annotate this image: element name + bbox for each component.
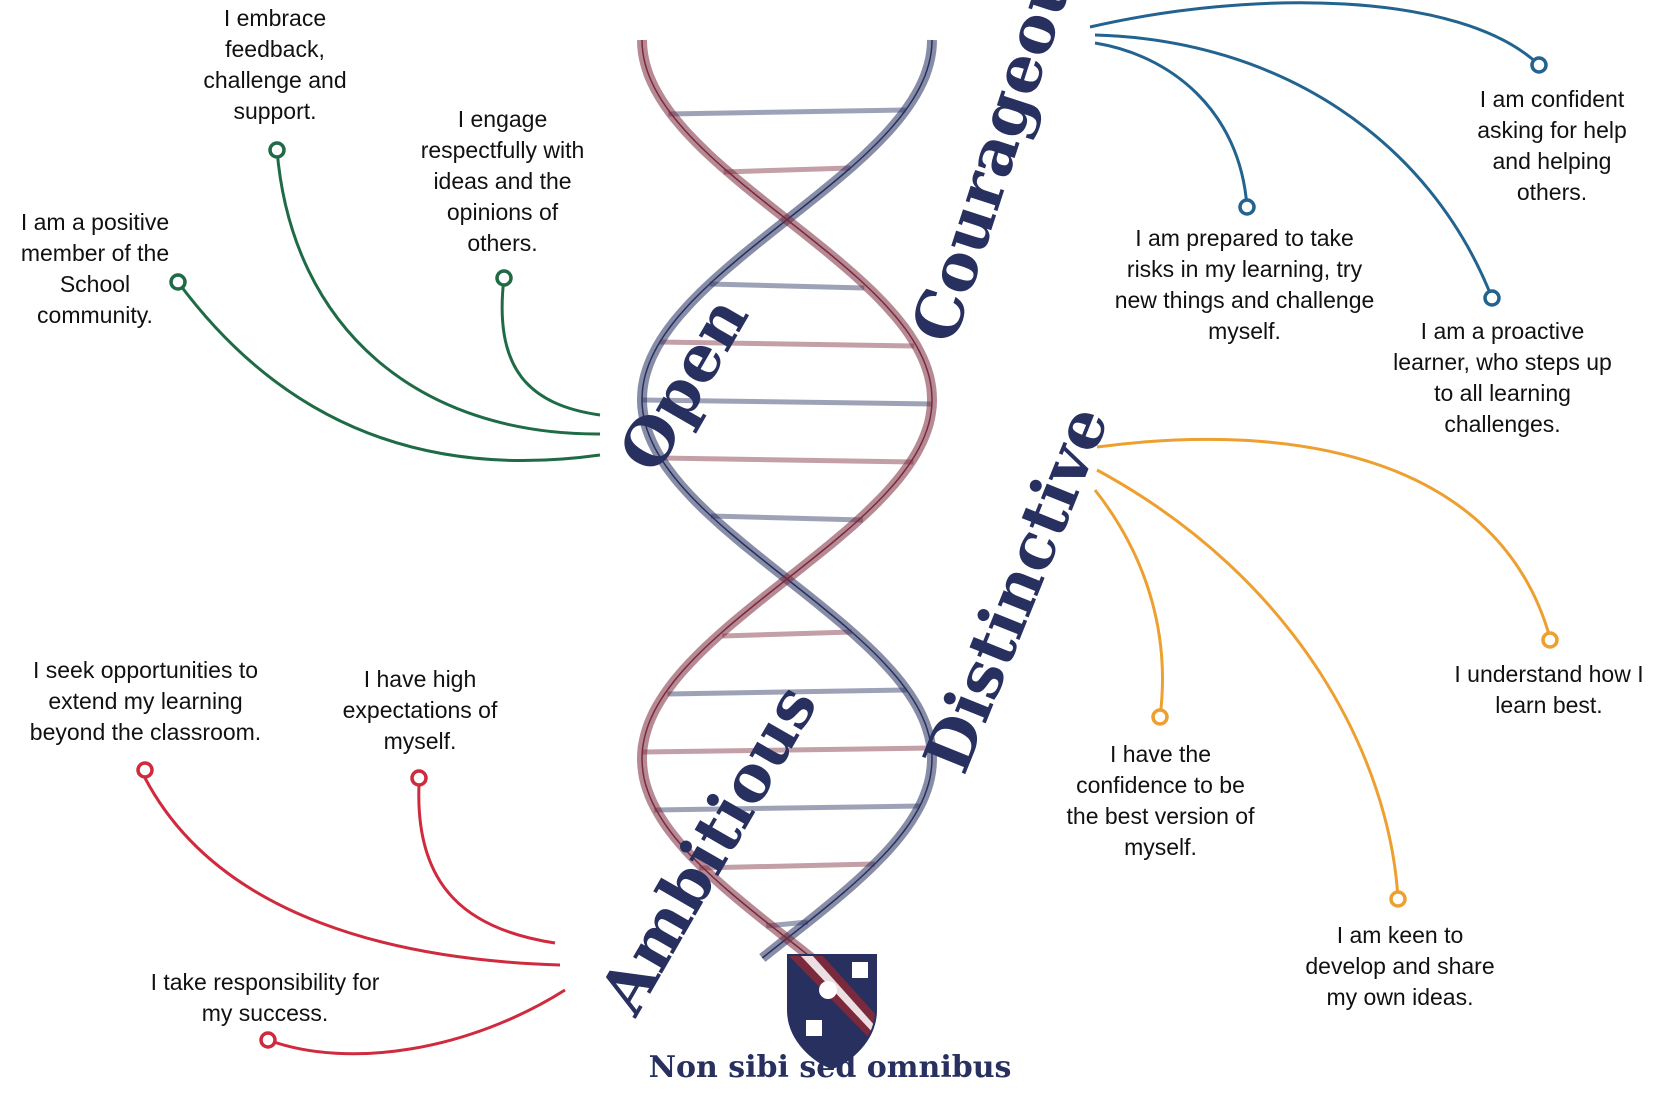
marker-positive	[169, 273, 187, 291]
helix-rung	[722, 629, 852, 639]
helix-rung	[659, 339, 915, 349]
note-keen: I am keen to develop and share my own id…	[1305, 922, 1495, 1010]
note-confident: I am confident asking for help and helpi…	[1477, 86, 1627, 205]
connector-best-version	[1093, 489, 1164, 718]
helix-rung	[641, 397, 933, 407]
helix-rung	[709, 281, 865, 291]
marker-seek	[136, 761, 154, 779]
connector-positive	[176, 281, 601, 462]
helix-strand-navy-inner	[641, 39, 933, 959]
connector-responsibility	[267, 988, 566, 1056]
note-risks: I am prepared to take risks in my learni…	[1114, 225, 1375, 344]
marker-engage	[495, 269, 513, 287]
school-motto: Non sibi sed omnibus	[648, 1050, 1012, 1085]
note-seek: I seek opportunities to extend my learni…	[29, 657, 262, 745]
connector-confident	[1089, 1, 1541, 67]
marker-embrace	[268, 141, 286, 159]
connector-keen	[1096, 468, 1400, 900]
connector-risks	[1094, 41, 1249, 208]
helix-rung	[642, 745, 932, 755]
connector-seek	[143, 777, 561, 967]
helix-rung	[711, 513, 863, 523]
helix-rung	[667, 687, 907, 697]
note-responsibility: I take responsibility for my success.	[150, 969, 380, 1026]
note-engage: I engage respectfully with ideas and the…	[420, 106, 585, 256]
note-understand: I understand how I learn best.	[1454, 661, 1644, 718]
helix-rung	[654, 803, 920, 813]
connector-understand	[1096, 437, 1552, 639]
note-positive: I am a positive member of the School com…	[20, 209, 170, 328]
connector-expectations	[417, 784, 556, 945]
marker-keen	[1389, 890, 1407, 908]
helix-rungs	[641, 107, 933, 929]
note-best-version: I have the confidence to be the best ver…	[1066, 741, 1255, 860]
marker-expectations	[410, 769, 428, 787]
note-expectations: I have high expectations of myself.	[342, 666, 498, 754]
note-proactive: I am a proactive learner, who steps up t…	[1393, 318, 1612, 437]
marker-responsibility	[259, 1031, 277, 1049]
marker-understand	[1541, 631, 1559, 649]
helix-rung	[723, 165, 851, 175]
marker-proactive	[1483, 289, 1501, 307]
connector-engage	[500, 277, 601, 417]
connector-embrace	[275, 149, 601, 436]
helix-rung	[668, 107, 906, 117]
marker-best-version	[1151, 708, 1169, 726]
marker-confident	[1530, 56, 1548, 74]
marker-risks	[1238, 198, 1256, 216]
helix-strand-maroon-inner	[641, 39, 933, 959]
helix-rung	[660, 455, 914, 465]
helix-rung	[699, 861, 875, 871]
note-embrace: I embrace feedback, challenge and suppor…	[203, 5, 347, 124]
connector-proactive	[1094, 33, 1494, 299]
